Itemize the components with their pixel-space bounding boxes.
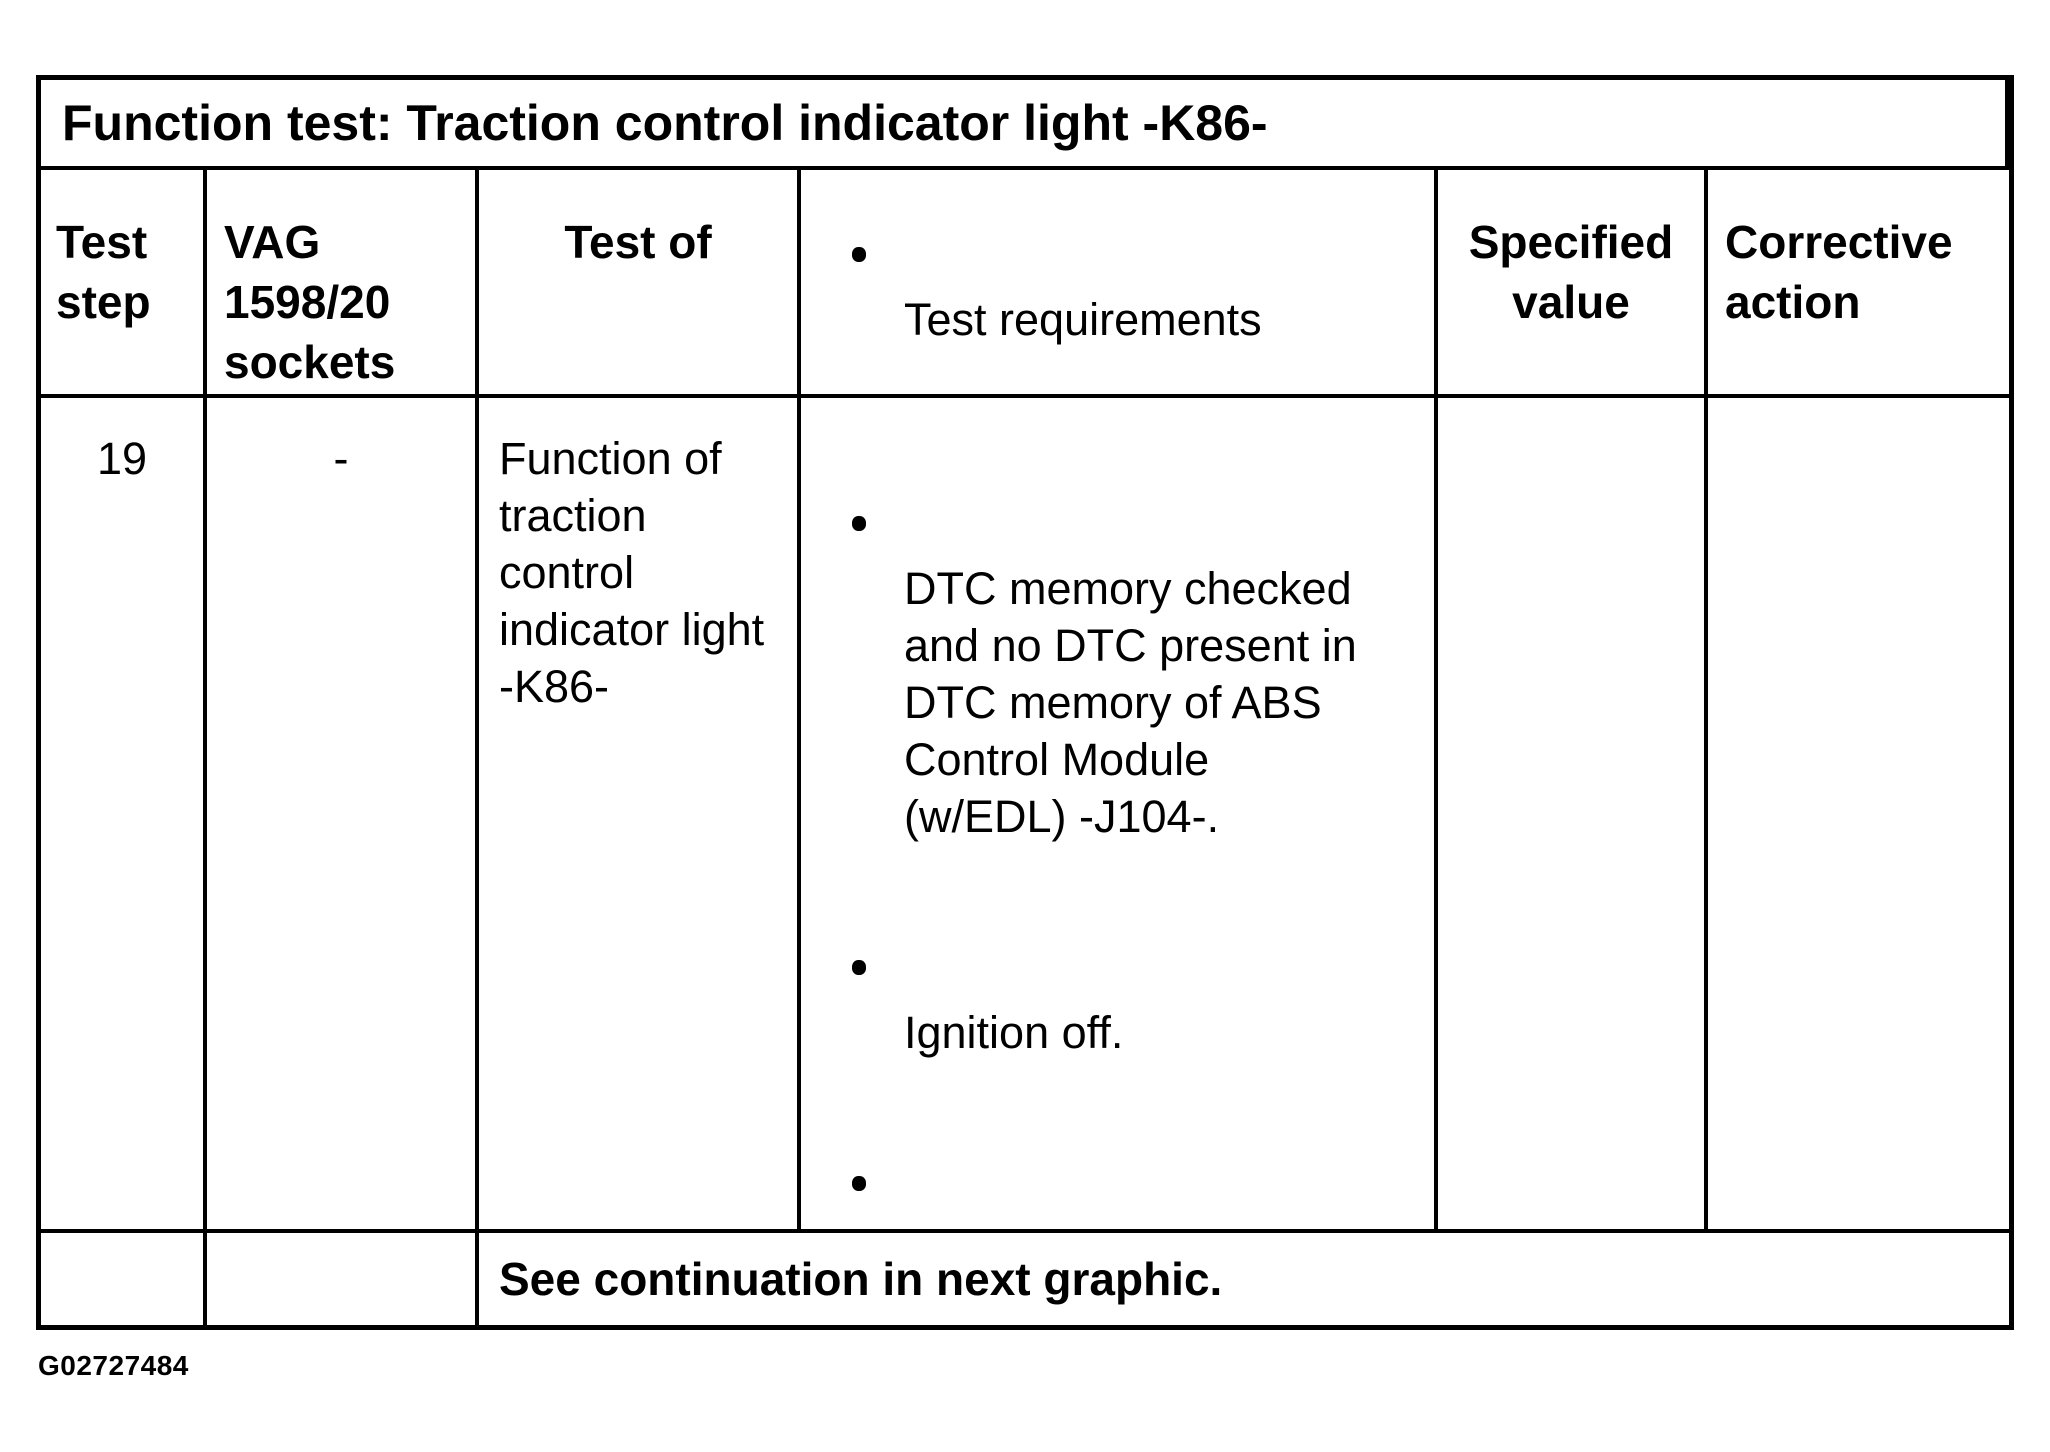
header-vag-sockets: VAG 1598/20 sockets [207,170,479,398]
requirement-item: Multi-pin connector connected to ABS Con… [801,1163,1434,1229]
figure-id: G02727484 [38,1350,189,1381]
bullet-icon [852,960,866,975]
bullet-icon [852,516,866,531]
header-additional-operations: - Additional operations [801,384,1434,394]
requirement-text: Multi-pin connector connected to ABS Con… [904,1223,1294,1229]
function-test-table: Function test: Traction control indicato… [36,75,2014,1330]
requirement-text: DTC memory checked and no DTC present in… [904,563,1357,842]
header-test-step: Test step [41,170,207,398]
requirement-item: DTC memory checked and no DTC present in… [801,503,1434,845]
cell-test-step: 19 [41,398,207,1233]
header-specified-value: Specified value [1438,170,1708,398]
cell-vag-sockets: - [207,398,479,1233]
table-title: Function test: Traction control indicato… [41,80,2009,170]
header-test-of: Test of [479,170,801,398]
cell-test-requirements: DTC memory checked and no DTC present in… [801,398,1438,1233]
continuation-empty-cell [207,1233,479,1325]
requirement-item: Ignition off. [801,947,1434,1061]
cell-corrective-action [1708,398,2009,1233]
bullet-icon [852,247,866,262]
bullet-icon [852,1176,866,1191]
cell-test-of: Function of traction control indicator l… [479,398,801,1233]
cell-specified-value [1438,398,1708,1233]
header-requirements: Test requirements - Additional operation… [801,170,1438,398]
header-test-requirements: Test requirements [801,234,1434,348]
header-test-requirements-label: Test requirements [904,294,1262,345]
header-corrective-action: Corrective action [1708,170,2009,398]
continuation-empty-cell [41,1233,207,1325]
requirement-text: Ignition off. [904,1007,1124,1058]
continuation-note: See continuation in next graphic. [499,1253,1223,1305]
